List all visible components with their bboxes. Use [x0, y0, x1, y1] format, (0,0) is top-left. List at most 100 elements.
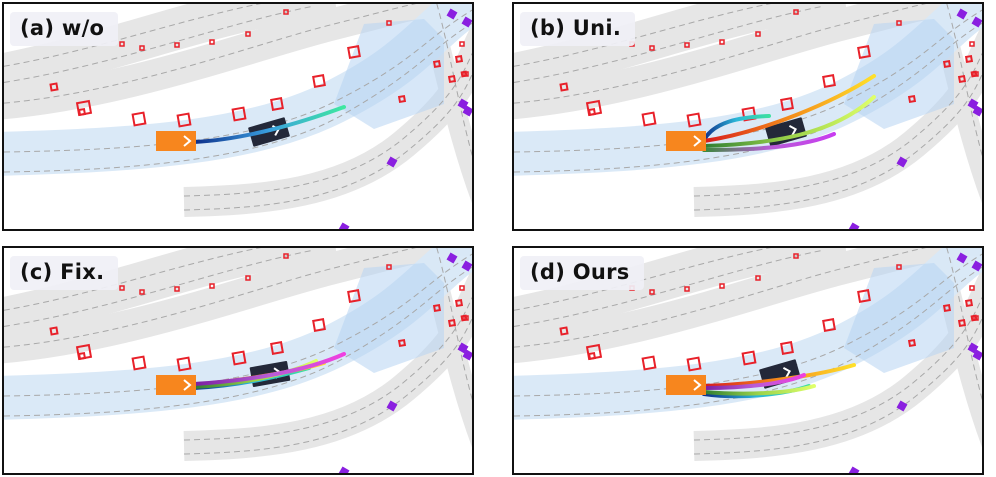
- lane-divider: [4, 22, 472, 173]
- lane-divider: [183, 317, 472, 455]
- lane-divider: [946, 248, 982, 401]
- obstacle-dot: [684, 286, 690, 292]
- trajectory-line: [702, 132, 836, 152]
- obstacle-box: [77, 107, 87, 117]
- obstacle-dot: [755, 31, 761, 37]
- obstacle-dot: [283, 9, 289, 15]
- ego-vehicle: [666, 131, 706, 151]
- obstacle-dot: [896, 264, 902, 270]
- obstacle-box: [347, 45, 361, 59]
- obstacle-box: [77, 351, 87, 361]
- obstacle-box: [822, 74, 836, 88]
- obstacle-box: [447, 74, 457, 84]
- agent-markers: [338, 8, 472, 229]
- obstacle-box: [231, 350, 247, 366]
- agent-marker: [446, 252, 458, 264]
- obstacle-dot: [174, 286, 180, 292]
- lane-divider: [514, 249, 825, 327]
- obstacle-box: [176, 112, 192, 128]
- lane-divider: [183, 52, 472, 197]
- obstacle-dot: [245, 31, 251, 37]
- obstacle-box: [559, 82, 569, 92]
- obstacle-dot: [139, 45, 145, 51]
- agent-marker: [956, 8, 968, 20]
- lane-divider: [693, 52, 982, 197]
- panel-label: (c) Fix.: [10, 256, 119, 290]
- obstacle-dot: [209, 283, 215, 289]
- road-lane: [4, 4, 338, 96]
- obstacle-dot: [969, 41, 975, 47]
- obstacle-dot: [719, 39, 725, 45]
- panel-label: (a) w/o: [10, 12, 119, 46]
- obstacle-dot: [174, 42, 180, 48]
- lane-divider: [4, 4, 417, 104]
- obstacle-dot: [684, 42, 690, 48]
- trajectory-line: [702, 114, 771, 142]
- lane-divider: [4, 249, 315, 327]
- trajectory-line: [702, 373, 806, 390]
- obstacle-markers: [49, 9, 469, 128]
- predicted-trajectories: [192, 352, 346, 390]
- lane-dividers: [514, 4, 982, 211]
- agent-marker: [848, 466, 860, 473]
- agent-marker: [338, 466, 350, 473]
- predicted-trajectories: [702, 74, 876, 152]
- agent-markers: [848, 8, 982, 229]
- obstacle-box: [312, 74, 326, 88]
- panel-c-fixed: (c) Fix.: [2, 246, 474, 475]
- predicted-trajectories: [192, 105, 346, 144]
- obstacle-box: [49, 82, 59, 92]
- goal-region: [334, 263, 444, 373]
- obstacle-box: [270, 341, 284, 355]
- agent-marker: [956, 252, 968, 264]
- agent-marker: [896, 156, 908, 168]
- chevron-right-icon: [788, 124, 797, 136]
- lane-dividers: [4, 248, 472, 455]
- trajectory-line: [192, 105, 346, 144]
- lane-divider: [4, 5, 315, 83]
- ego-vehicle: [666, 375, 706, 395]
- agent-marker: [462, 349, 472, 361]
- agent-marker: [971, 16, 982, 28]
- obstacle-box: [587, 351, 597, 361]
- lane-divider: [183, 73, 472, 211]
- goal-region: [334, 19, 444, 129]
- obstacle-dot: [463, 71, 469, 77]
- lane-divider: [693, 296, 982, 441]
- obstacle-dot: [649, 45, 655, 51]
- lane-divider: [183, 296, 472, 441]
- agent-marker: [848, 222, 860, 229]
- lane-divider: [4, 266, 472, 417]
- obstacle-box: [686, 112, 702, 128]
- obstacle-dot: [755, 275, 761, 281]
- obstacle-box: [231, 106, 247, 122]
- trajectory-line: [192, 352, 346, 386]
- obstacle-dot: [969, 285, 975, 291]
- lane-divider: [436, 4, 472, 157]
- scene-canvas: [4, 4, 472, 229]
- obstacle-dot: [386, 20, 392, 26]
- lane-divider: [514, 248, 772, 311]
- obstacle-box: [447, 318, 457, 328]
- obstacle-box: [964, 54, 974, 64]
- lane-divider: [514, 4, 927, 104]
- obstacle-dot: [896, 20, 902, 26]
- goal-region: [844, 263, 954, 373]
- lane-divider: [514, 4, 772, 67]
- lane-divider: [436, 248, 472, 401]
- obstacle-box: [942, 59, 952, 69]
- obstacle-box: [454, 54, 464, 64]
- obstacle-box: [907, 94, 917, 104]
- lane-dividers: [4, 4, 472, 211]
- obstacle-box: [907, 338, 917, 348]
- agent-marker: [462, 105, 472, 117]
- chevron-right-icon: [183, 135, 192, 147]
- agent-marker: [967, 342, 979, 354]
- agent-marker: [386, 400, 398, 412]
- obstacle-box: [176, 356, 192, 372]
- obstacle-box: [641, 111, 657, 127]
- obstacle-markers: [49, 253, 469, 372]
- obstacle-box: [131, 355, 147, 371]
- obstacle-dot: [119, 285, 125, 291]
- obstacle-box: [957, 74, 967, 84]
